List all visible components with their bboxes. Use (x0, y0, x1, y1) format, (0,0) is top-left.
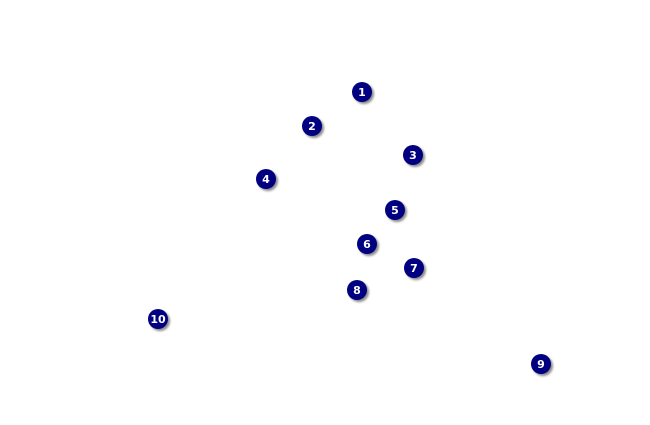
marker-9[interactable]: 9 (531, 354, 551, 374)
marker-6[interactable]: 6 (357, 234, 377, 254)
marker-label: 10 (150, 312, 166, 326)
marker-label: 4 (262, 172, 270, 186)
marker-label: 8 (353, 283, 361, 297)
marker-label: 3 (409, 148, 417, 162)
marker-5[interactable]: 5 (385, 200, 405, 220)
marker-2[interactable]: 2 (302, 116, 322, 136)
marker-label: 6 (363, 237, 371, 251)
marker-label: 5 (391, 203, 399, 217)
marker-8[interactable]: 8 (347, 280, 367, 300)
marker-label: 1 (358, 85, 366, 99)
marker-label: 9 (537, 357, 545, 371)
marker-3[interactable]: 3 (403, 145, 423, 165)
marker-label: 2 (308, 119, 316, 133)
marker-7[interactable]: 7 (404, 258, 424, 278)
marker-10[interactable]: 10 (148, 309, 168, 329)
marker-1[interactable]: 1 (352, 82, 372, 102)
marker-4[interactable]: 4 (256, 169, 276, 189)
marker-label: 7 (410, 261, 418, 275)
